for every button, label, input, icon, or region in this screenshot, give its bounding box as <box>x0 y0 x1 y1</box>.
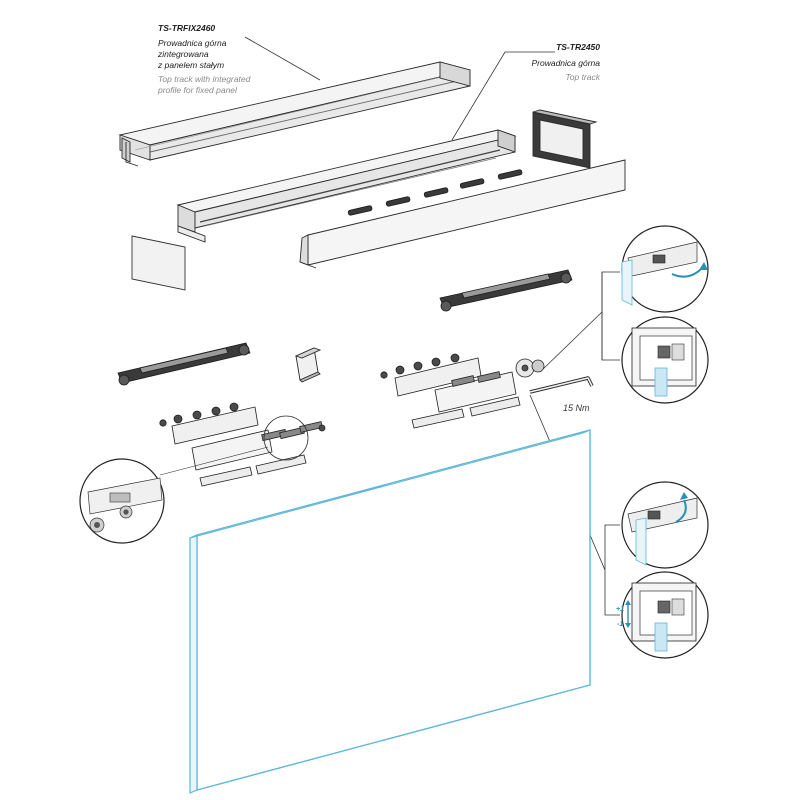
connector-pin <box>497 169 523 180</box>
detail-origin-marker <box>263 415 309 461</box>
fixed-track-en-2: profile for fixed panel <box>157 85 238 95</box>
detail-circle-hanger-side <box>621 316 709 404</box>
leader-detail-bottom-2 <box>604 570 620 616</box>
glass-gasket <box>411 408 465 429</box>
track-connector-pins <box>347 169 523 216</box>
label-fixed-track: TS-TRFIX2460 Prowadnica górna zintegrowa… <box>157 23 251 95</box>
label-top-track: TS-TR2450 Prowadnica górna Top track <box>531 42 600 82</box>
track-stopper <box>294 347 322 383</box>
fixed-track-en-1: Top track with integrated <box>158 74 251 84</box>
hanger-right <box>380 353 545 429</box>
damper-left <box>117 342 251 386</box>
adjust-plus-label: +1 <box>616 606 624 613</box>
glass-door-panel <box>189 429 591 794</box>
glass-gasket <box>199 466 253 487</box>
glass-gasket <box>469 396 521 417</box>
side-end-cover <box>131 235 186 291</box>
detail-circle-lift-top <box>621 481 709 569</box>
top-track-profile <box>176 129 517 243</box>
cover-profile <box>299 159 626 269</box>
leader-fixed-track <box>244 36 321 81</box>
end-cap <box>532 109 598 169</box>
adjust-minus-label: -1 <box>617 621 623 628</box>
hanger-left <box>159 402 326 487</box>
hanger-left-nuts <box>159 402 239 427</box>
connector-pin <box>385 196 411 207</box>
hanger-right-roller <box>515 358 545 378</box>
connector-pin <box>459 178 485 189</box>
detail-circle-hanger-top <box>621 225 709 313</box>
damper-right <box>439 269 573 312</box>
top-track-pl-1: Prowadnica górna <box>531 58 600 68</box>
connector-pin <box>423 187 449 198</box>
connector-pin <box>347 205 373 216</box>
allen-key <box>529 376 594 394</box>
leader-detail-top-2 <box>601 272 620 361</box>
fixed-track-code: TS-TRFIX2460 <box>158 23 215 33</box>
hanger-left-plate <box>171 406 259 445</box>
top-track-en-1: Top track <box>565 72 600 82</box>
fixed-track-pl-2: zintegrowana <box>157 49 209 59</box>
detail-circle-left-clamp <box>79 458 165 544</box>
height-adjust-indicator <box>625 600 631 628</box>
fixed-track-pl-1: Prowadnica górna <box>158 38 227 48</box>
rotate-arrow-icon <box>671 262 708 278</box>
lift-arrow-icon <box>675 492 688 523</box>
fixed-track-pl-3: z panelem stałym <box>157 60 224 70</box>
top-track-code: TS-TR2450 <box>556 42 600 52</box>
fixed-track-profile <box>118 61 471 167</box>
glass-gasket <box>255 454 307 475</box>
leader-detail-hanger <box>539 311 603 373</box>
leader-top-track <box>451 51 555 141</box>
leader-detail-top-1 <box>601 271 620 360</box>
detail-circle-lift-side <box>621 571 709 659</box>
hanger-left-clamp <box>191 429 273 471</box>
hanger-right-nuts <box>380 353 460 379</box>
torque-label: 15 Nm <box>563 403 590 413</box>
leader-detail-left <box>159 446 269 476</box>
